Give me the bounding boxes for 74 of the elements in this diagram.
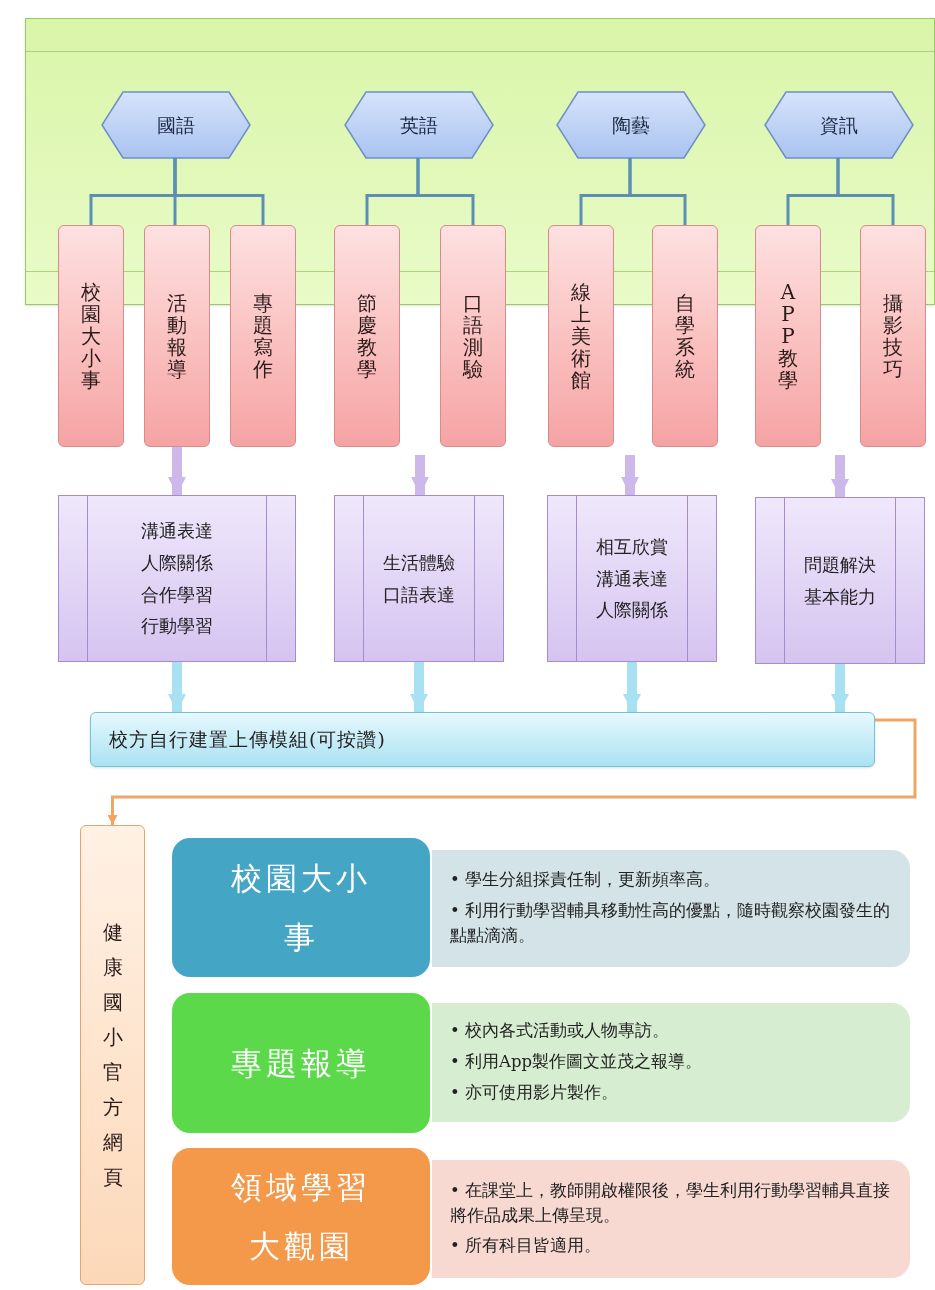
topic-label: 攝影技巧 — [883, 292, 903, 380]
skill-label: 口語表達 — [383, 583, 455, 606]
section-tile — [172, 1148, 430, 1285]
bullet-text: • 在課堂上，教師開啟權限後，學生利用行動學習輔具直接將作品成果上傳呈現。 — [450, 1179, 891, 1227]
topic-box — [652, 225, 718, 447]
topic-label: 活動報導 — [167, 292, 187, 380]
block-arrow — [168, 447, 186, 495]
connector-line — [173, 158, 265, 225]
block-arrow — [621, 455, 639, 495]
skill-label: 合作學習 — [141, 583, 213, 606]
block-arrow — [831, 455, 849, 497]
section-title: 專題報導 — [231, 1043, 371, 1083]
block-arrow — [411, 455, 429, 495]
description-panel — [432, 1003, 910, 1122]
skill-label: 基本能力 — [804, 585, 876, 608]
hexagon-node — [344, 91, 494, 159]
website-bar — [80, 825, 145, 1285]
block-arrow — [410, 662, 428, 712]
connector-line — [416, 158, 475, 225]
skills-box — [755, 497, 925, 664]
hexagon-node — [556, 91, 706, 159]
skill-label: 人際關係 — [141, 551, 213, 574]
skill-label: 溝通表達 — [596, 567, 668, 590]
website-label: 健康國小官方網頁 — [102, 919, 123, 1191]
connector-line — [836, 158, 895, 225]
hexagon-label: 英語 — [400, 112, 438, 138]
block-arrow — [168, 662, 186, 712]
topic-label: 線上美術館 — [571, 281, 591, 391]
skill-label: 問題解決 — [804, 553, 876, 576]
section-tile — [172, 838, 430, 977]
description-panel — [432, 850, 910, 967]
section-title: 校園大小事 — [230, 858, 372, 957]
bullet-text: • 學生分組採責任制，更新頻率高。 — [450, 869, 721, 892]
topic-label: 口語測驗 — [463, 292, 483, 380]
topic-label: 專題寫作 — [253, 292, 273, 380]
skills-box — [58, 495, 296, 662]
topic-box — [755, 225, 821, 447]
skill-label: 生活體驗 — [383, 551, 455, 574]
block-arrow — [623, 662, 641, 712]
topic-box — [860, 225, 926, 447]
section-title: 領域學習大觀園 — [230, 1167, 372, 1266]
topic-box — [230, 225, 296, 447]
connector-line — [628, 158, 687, 225]
topic-label: 節慶教學 — [357, 292, 377, 380]
hexagon-label: 資訊 — [820, 112, 858, 138]
block-arrow — [831, 664, 849, 712]
topic-box — [440, 225, 506, 447]
module-label: 校方自行建置上傳模組(可按讚) — [109, 727, 386, 753]
hexagon-label: 國語 — [157, 112, 195, 138]
skill-label: 行動學習 — [141, 615, 213, 637]
skill-label: 人際關係 — [596, 599, 668, 621]
skill-label: 溝通表達 — [141, 520, 213, 542]
skills-box — [334, 495, 504, 662]
arrow — [107, 718, 917, 825]
hexagon-node — [764, 91, 914, 159]
bullet-text: • 利用App製作圖文並茂之報導。 — [450, 1051, 704, 1074]
topic-label: 校園大小事 — [81, 281, 101, 391]
topic-label: APP教學 — [778, 281, 798, 391]
bullet-text: • 利用行動學習輔具移動性高的優點，隨時觀察校園發生的點點滴滴。 — [450, 900, 891, 947]
section-tile — [172, 993, 430, 1133]
topic-box — [334, 225, 400, 447]
topic-label: 自學系統 — [675, 292, 695, 380]
topic-box — [144, 225, 210, 447]
hexagon-node — [101, 91, 251, 159]
skill-label: 相互欣賞 — [596, 536, 668, 558]
bullet-text: • 校內各式活動或人物專訪。 — [450, 1020, 670, 1043]
module-box — [90, 712, 875, 767]
skills-box — [547, 495, 717, 662]
bullet-text: • 所有科目皆適用。 — [450, 1235, 602, 1258]
topic-box — [548, 225, 614, 447]
hexagon-label: 陶藝 — [612, 112, 650, 138]
topic-box — [58, 225, 124, 447]
description-panel — [432, 1160, 910, 1278]
bullet-text: • 亦可使用影片製作。 — [450, 1081, 619, 1104]
